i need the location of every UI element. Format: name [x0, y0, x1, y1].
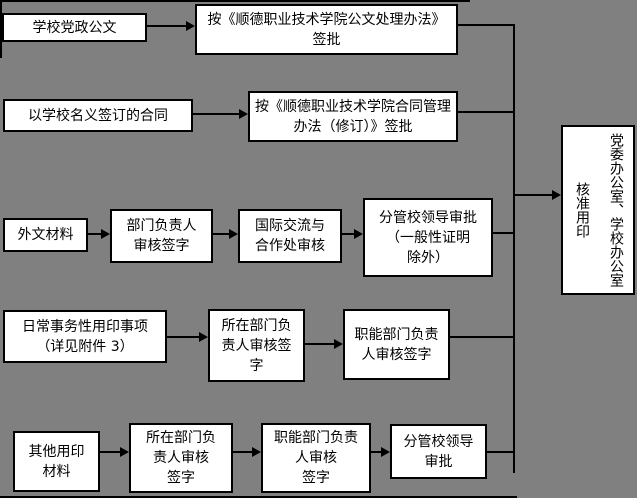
connector-r1-to-bus	[458, 24, 515, 26]
connector-r5-to-bus	[485, 451, 515, 453]
arrowhead-icon	[252, 447, 261, 457]
connector-r4-to-bus	[450, 336, 515, 338]
flow-box-own-dept-head-sign: 所在部门负 责人审核签 字	[208, 309, 305, 382]
arrowhead-icon	[101, 229, 110, 239]
flow-box-functional-dept-head-sign-2: 职能部门负责 人审核 签字	[261, 423, 371, 493]
flow-box-school-party-gov-documents: 学校党政公文	[2, 13, 147, 42]
arrow-line-r4a	[167, 336, 199, 338]
arrow-line-r3c	[342, 233, 354, 235]
arrowhead-icon	[120, 447, 129, 457]
flow-box-school-leader-approval-2: 分管校领导 审批	[390, 424, 487, 479]
arrow-line-r3a	[88, 233, 101, 235]
flow-box-functional-dept-head-sign: 职能部门负责 人审核签字	[343, 309, 450, 380]
frame-left-line	[0, 0, 2, 58]
flow-box-school-leader-approval-exceptions: 分管校领导审批 （一般性证明 除外）	[363, 198, 493, 277]
arrow-line-r5a	[100, 451, 120, 453]
flow-box-dept-head-review-sign: 部门负责人 审核签字	[110, 209, 213, 263]
arrowhead-icon	[199, 332, 208, 342]
arrow-line-r5c	[371, 451, 381, 453]
flow-box-other-seal-materials: 其他用印 材料	[13, 431, 100, 492]
connector-r2-to-bus	[458, 111, 515, 113]
arrow-line-r1	[147, 25, 186, 27]
flow-box-foreign-language-materials: 外文材料	[3, 218, 88, 252]
arrow-line-r5b	[233, 451, 252, 453]
flow-box-document-handling-rule-approval: 按《顺德职业技术学院公文处理办法》 签批	[195, 4, 458, 55]
flow-box-contracts-in-school-name: 以学校名义签订的合同	[3, 99, 193, 132]
arrowhead-icon	[239, 109, 248, 119]
collector-bus-line	[513, 24, 515, 473]
arrow-line-r2	[193, 113, 239, 115]
arrowhead-icon	[354, 229, 363, 239]
flow-box-international-office-review: 国际交流与 合作处审核	[238, 209, 342, 263]
flow-box-seal-approval-offices: 党委办公室、学校办公室 核准用印	[561, 125, 635, 295]
connector-r3-to-bus	[493, 232, 515, 234]
arrowhead-icon	[229, 229, 238, 239]
frame-top-line	[0, 0, 470, 2]
arrow-line-r4b	[305, 343, 334, 345]
flow-box-own-dept-head-sign-2: 所在部门负 责人审核 签字	[129, 423, 233, 493]
arrowhead-icon	[186, 21, 195, 31]
frame-bottom-line	[0, 496, 517, 498]
arrowhead-icon	[381, 447, 390, 457]
arrow-line-to-final	[513, 194, 552, 196]
arrowhead-icon	[334, 339, 343, 349]
flow-box-contract-management-rule-approval: 按《顺德职业技术学院合同管理 办法（修订）》签批	[248, 91, 458, 142]
arrowhead-icon	[552, 190, 561, 200]
arrow-line-r3b	[213, 233, 229, 235]
flow-box-daily-seal-matters: 日常事务性用印事项 （详见附件 3）	[3, 310, 167, 363]
